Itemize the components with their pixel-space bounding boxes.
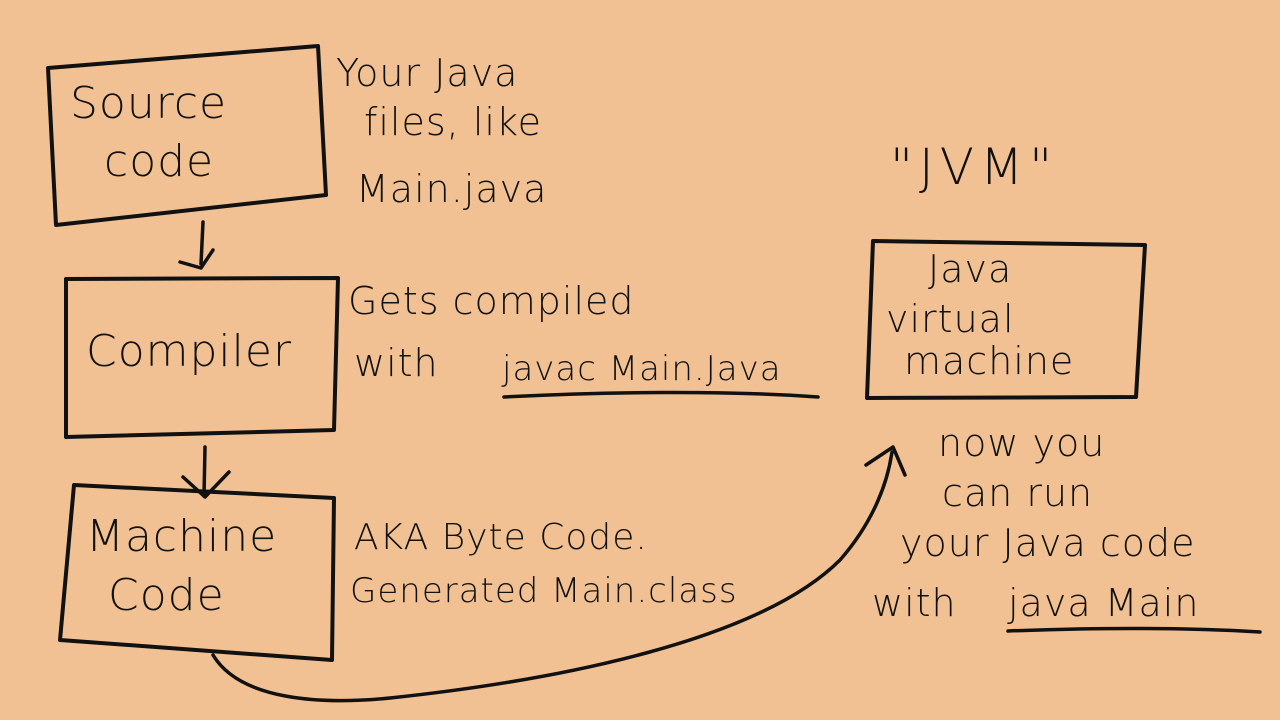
source-code-label-line2: code [104, 136, 215, 187]
compiler-box [64, 276, 340, 439]
run-note-line2: can run [942, 471, 1094, 515]
compiler-label: Compiler [86, 326, 293, 377]
machine-code-label-line2: Code [108, 570, 225, 621]
arrowhead-compiler-to-machine [181, 470, 231, 499]
arrowhead-machine-to-jvm [864, 445, 907, 477]
machine-code-box [58, 483, 336, 662]
arrow-source-to-compiler [199, 220, 205, 266]
underline-java-command [1006, 626, 1262, 634]
jvm-heading: "JVM" [890, 138, 1059, 196]
arrow-compiler-to-machine [202, 445, 207, 498]
machine-code-label-line1: Machine [86, 511, 278, 562]
source-note-line2: files, like [364, 100, 542, 144]
run-note-line4-prefix: with [872, 581, 957, 625]
arrowhead-source-to-compiler [178, 248, 215, 270]
compiler-note-line2-prefix: with [354, 341, 439, 385]
jvm-label-line3: machine [904, 339, 1075, 383]
java-command: java Main [1008, 581, 1200, 625]
compiler-note-line1: Gets compiled [348, 279, 635, 323]
arrow-machine-to-jvm [211, 450, 894, 703]
run-note-line3: your Java code [900, 521, 1196, 565]
javac-command: javac Main.Java [502, 349, 782, 389]
machine-note-line1: AKA Byte Code. [354, 517, 648, 558]
run-note-line1: now you [938, 421, 1106, 465]
source-code-label-line1: Source [70, 78, 228, 129]
underline-javac-command [502, 390, 820, 399]
jvm-label-line1: Java [928, 247, 1013, 291]
source-note-line1: Your Java [336, 51, 519, 95]
jvm-box [865, 239, 1147, 400]
jvm-label-line2: virtual [886, 297, 1015, 341]
source-code-box [46, 44, 328, 227]
machine-note-line2: Generated Main.class [350, 571, 738, 611]
source-note-line3: Main.java [356, 167, 548, 211]
